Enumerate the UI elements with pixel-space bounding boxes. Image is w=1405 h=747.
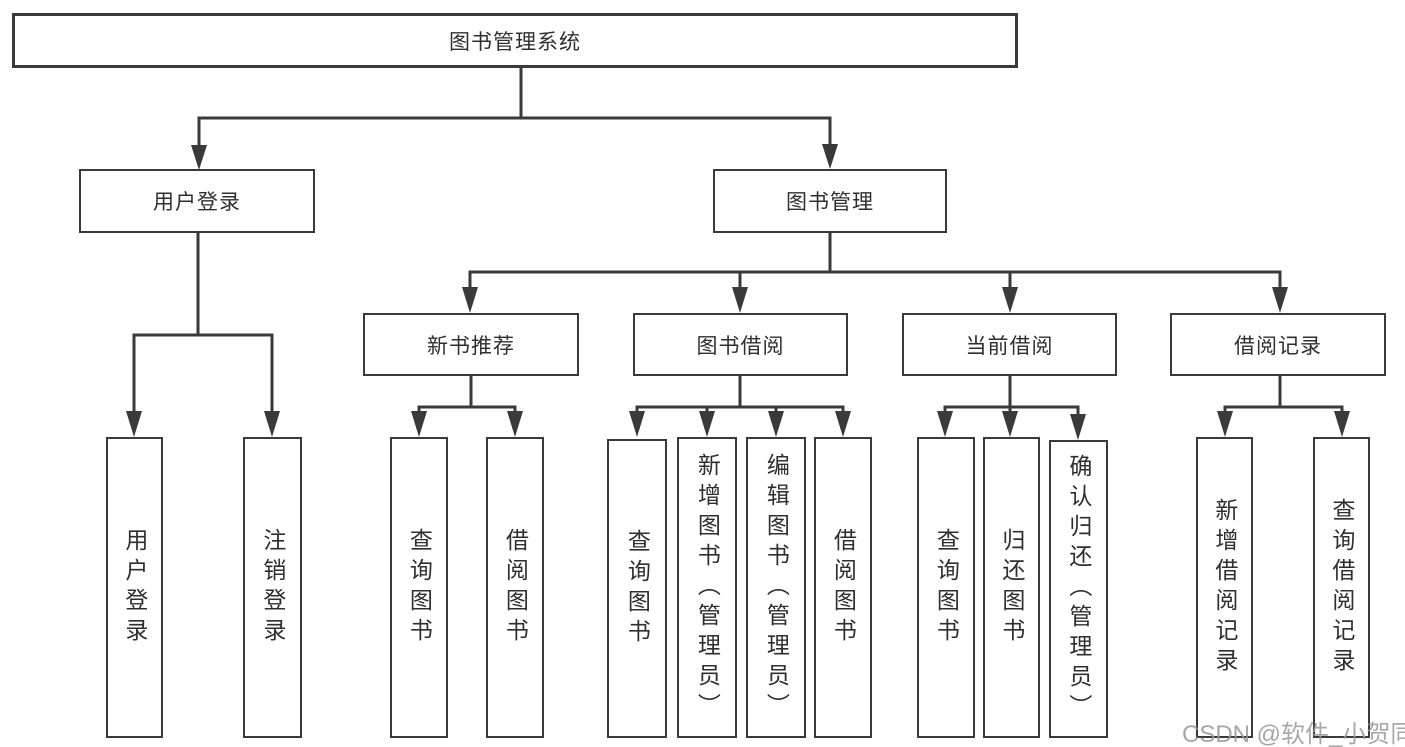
leaf-logout-login: 注销登录: [243, 437, 302, 738]
node-new-book-recommend-label: 新书推荐: [427, 334, 515, 358]
leaf-query-borrow-record: 查询借阅记录: [1313, 437, 1370, 738]
leaf-add-book-admin: 新增图书（管理员）: [677, 437, 737, 738]
node-book-borrow-label: 图书借阅: [696, 334, 785, 358]
leaf-return-book-label: 归还图书: [998, 527, 1025, 648]
leaf-query-borrow-record-label: 查询借阅记录: [1328, 497, 1355, 678]
leaf-query-book-recommend-label: 查询图书: [406, 527, 433, 648]
node-current-borrow-label: 当前借阅: [965, 334, 1054, 358]
leaf-add-book-admin-label: 新增图书（管理员）: [694, 452, 721, 723]
leaf-query-book-current-label: 查询图书: [933, 527, 960, 648]
leaf-borrow-book-recommend-label: 借阅图书: [502, 527, 529, 648]
leaf-add-borrow-record: 新增借阅记录: [1196, 437, 1253, 738]
node-user-login-label: 用户登录: [153, 191, 241, 214]
leaf-query-book-borrow: 查询图书: [607, 439, 667, 738]
node-root-label: 图书管理系统: [449, 30, 581, 54]
leaf-confirm-return-admin: 确认归还（管理员）: [1049, 440, 1108, 738]
leaf-borrow-book: 借阅图书: [814, 437, 872, 738]
node-user-login: 用户登录: [79, 169, 315, 233]
leaf-add-borrow-record-label: 新增借阅记录: [1211, 497, 1238, 678]
leaf-edit-book-admin: 编辑图书（管理员）: [746, 437, 806, 738]
node-root: 图书管理系统: [12, 13, 1018, 68]
leaf-logout-login-label: 注销登录: [259, 527, 286, 648]
node-borrow-records: 借阅记录: [1170, 313, 1386, 376]
node-book-management-label: 图书管理: [786, 191, 874, 214]
leaf-borrow-book-recommend: 借阅图书: [486, 437, 544, 738]
leaf-query-book-borrow-label: 查询图书: [624, 528, 651, 649]
leaf-user-login: 用户登录: [106, 437, 163, 738]
leaf-return-book: 归还图书: [983, 437, 1040, 738]
node-new-book-recommend: 新书推荐: [363, 313, 579, 376]
leaf-user-login-label: 用户登录: [121, 527, 148, 648]
csdn-watermark: CSDN @软件_小贺同学: [1182, 721, 1405, 747]
node-book-borrow: 图书借阅: [633, 313, 848, 376]
leaf-borrow-book-label: 借阅图书: [830, 527, 857, 648]
node-book-management: 图书管理: [713, 169, 947, 233]
leaf-query-book-current: 查询图书: [917, 437, 975, 738]
node-borrow-records-label: 借阅记录: [1234, 334, 1322, 358]
leaf-confirm-return-admin-label: 确认归还（管理员）: [1065, 454, 1092, 724]
node-current-borrow: 当前借阅: [902, 313, 1117, 376]
leaf-edit-book-admin-label: 编辑图书（管理员）: [763, 452, 790, 723]
leaf-query-book-recommend: 查询图书: [390, 437, 448, 738]
